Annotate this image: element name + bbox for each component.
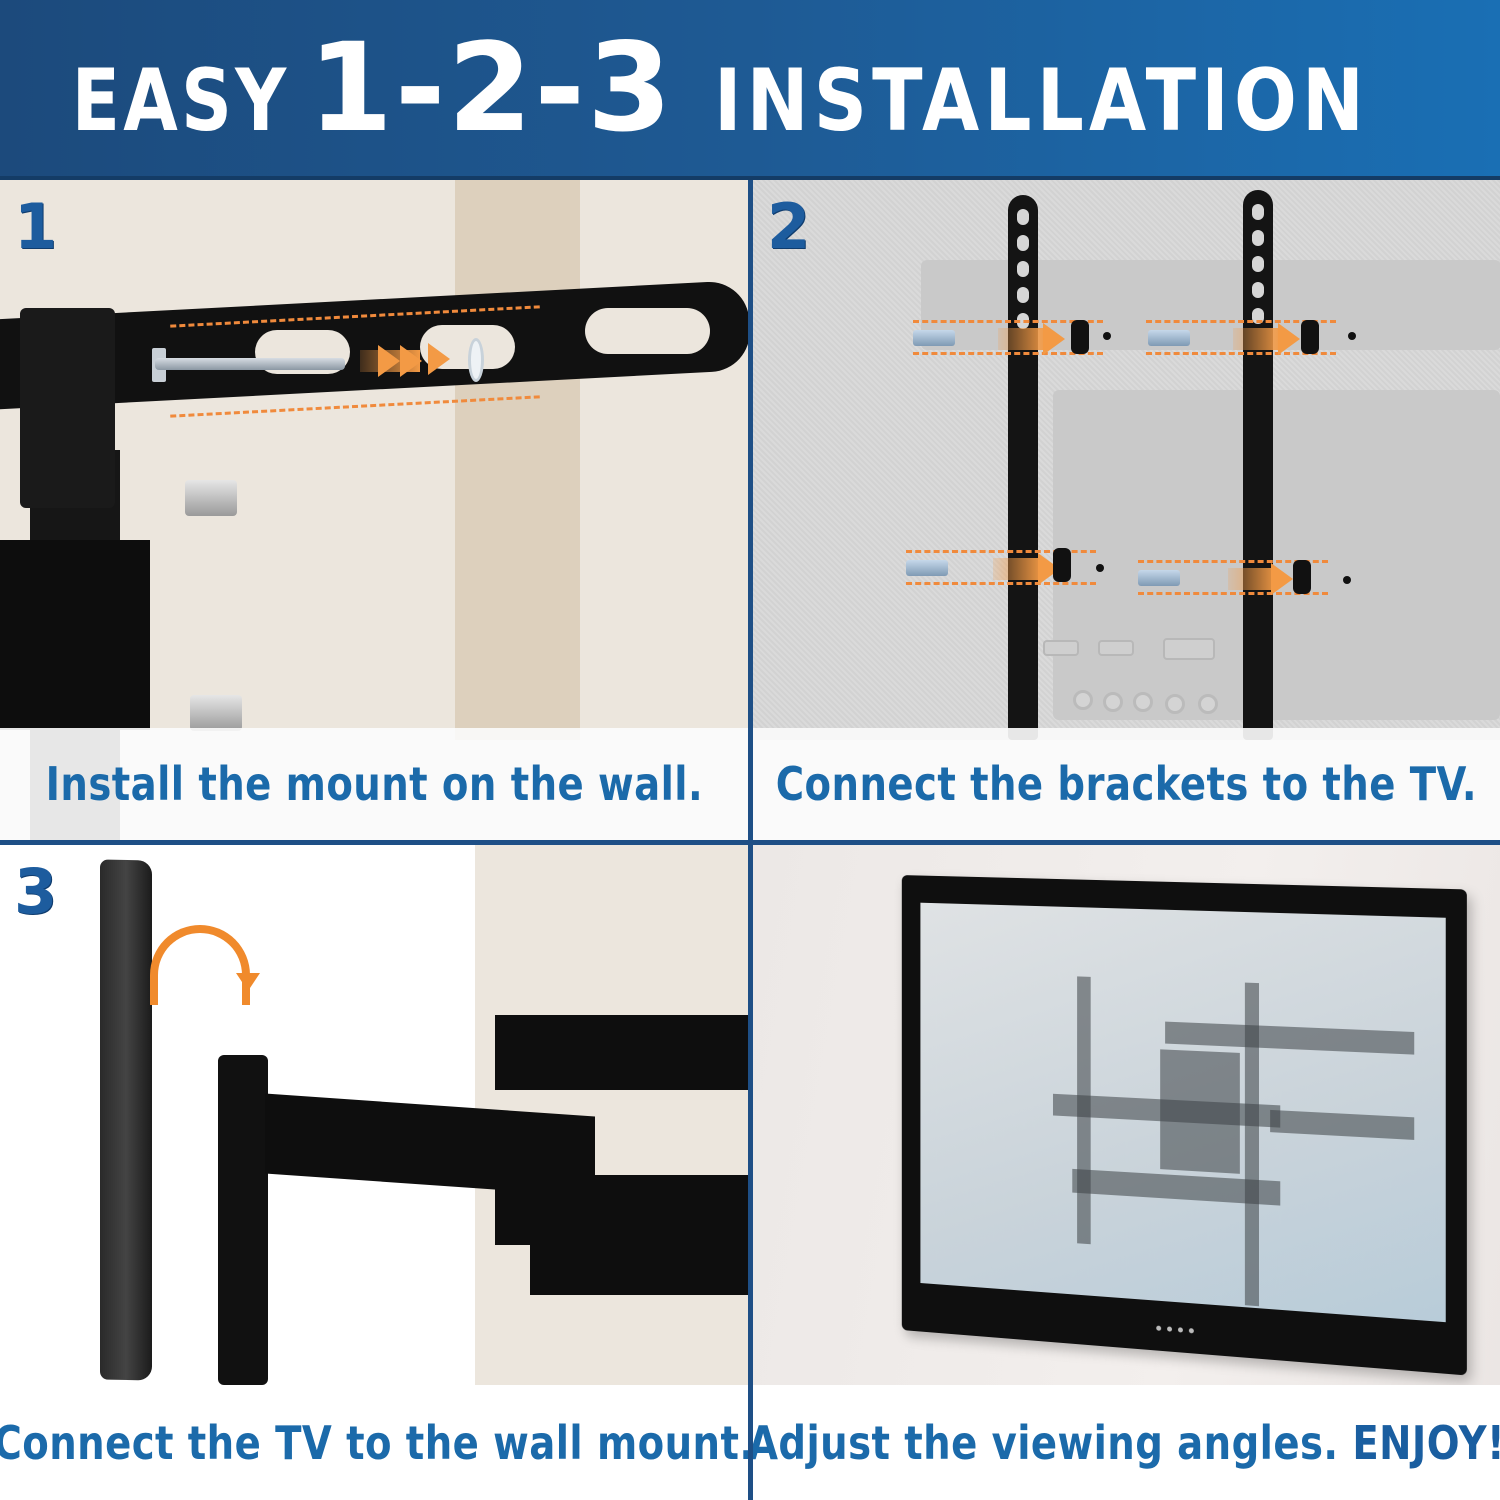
wall-trim [455, 180, 580, 740]
orange-arrow-icon [1233, 328, 1283, 350]
header-banner: EASY 1-2-3 INSTALLATION [0, 0, 1500, 180]
bracket-hole [1017, 235, 1029, 251]
ghost-arm [1270, 1109, 1415, 1140]
step-caption: Install the mount on the wall. [45, 757, 703, 811]
pivot-block [20, 308, 115, 508]
title-numbers: 1-2-3 [307, 17, 674, 159]
bracket-hole [1252, 230, 1264, 246]
spacer [1301, 320, 1319, 354]
lag-bolt [155, 358, 345, 370]
hdmi-port [1098, 640, 1134, 656]
tv-mount-plate [218, 1055, 268, 1385]
curved-arrow-icon [150, 925, 250, 1005]
tv-indicator-lights [1156, 1325, 1194, 1334]
orange-arrow-icon [1271, 563, 1293, 595]
tv-side-view [100, 859, 152, 1381]
bracket-slot [585, 308, 710, 354]
bracket-hole [1017, 261, 1029, 277]
step-number: 1 [14, 190, 58, 263]
mount-arm-bottom [530, 1215, 748, 1295]
title-suffix: INSTALLATION [713, 51, 1369, 151]
bracket-hole [1252, 256, 1264, 272]
guide-dash [906, 582, 1096, 585]
bolt [1148, 330, 1190, 346]
steps-grid: 1 Install the mount on the wall. [0, 180, 1500, 1500]
tv-screen [920, 902, 1446, 1323]
step-number: 3 [14, 855, 58, 928]
step-panel-2: 2 Connect the brackets to the TV. [753, 180, 1500, 840]
guide-dash [1146, 320, 1336, 323]
tv-bracket-left [1008, 195, 1038, 740]
screw-hole [1348, 332, 1356, 340]
spacer [1071, 320, 1089, 354]
bolt [913, 330, 955, 346]
step-caption: Connect the brackets to the TV. [775, 757, 1478, 811]
orange-arrow-icon [1228, 568, 1278, 590]
screw-hole [1343, 576, 1351, 584]
screw-hole [1096, 564, 1104, 572]
av-jack [1165, 694, 1185, 714]
step-caption-emphasis: ENJOY! [1352, 1415, 1500, 1470]
guide-dash [906, 550, 1096, 553]
guide-dash [1146, 352, 1336, 355]
orange-arrow-icon [400, 345, 422, 377]
step-4-illustration [753, 845, 1500, 1393]
step-caption: Adjust the viewing angles. ENJOY! [753, 1416, 1500, 1470]
orange-arrow-icon [998, 328, 1048, 350]
guide-dash [913, 320, 1103, 323]
ghost-plate [1160, 1049, 1240, 1174]
spacer [1293, 560, 1311, 594]
av-jack [1073, 690, 1093, 710]
tv-io-area [1053, 390, 1500, 720]
curved-arrow-head-icon [236, 973, 260, 991]
caption-band: Install the mount on the wall. [0, 728, 748, 840]
orange-arrow-icon [1278, 323, 1300, 355]
orange-arrow-icon [1043, 323, 1065, 355]
bracket-hole [1017, 287, 1029, 303]
av-jack [1198, 694, 1218, 714]
av-jack [1133, 692, 1153, 712]
bolt [1138, 570, 1180, 586]
hdmi-port [1043, 640, 1079, 656]
guide-dash [1138, 592, 1328, 595]
step-1-illustration [0, 180, 748, 840]
bolt [906, 560, 948, 576]
caption-band: Connect the brackets to the TV. [753, 728, 1500, 840]
step-2-illustration [753, 180, 1500, 740]
mounted-tv [901, 875, 1467, 1376]
screw-hole [1103, 332, 1111, 340]
guide-dash [913, 352, 1103, 355]
caption-band: Connect the TV to the wall mount. [0, 1385, 748, 1500]
orange-arrow-icon [428, 343, 450, 375]
nut [190, 695, 242, 731]
nut [185, 480, 237, 516]
orange-arrow-icon [378, 345, 400, 377]
page-title: EASY 1-2-3 INSTALLATION [24, 17, 1475, 159]
title-prefix: EASY [72, 51, 290, 151]
caption-band: Adjust the viewing angles. ENJOY! [753, 1385, 1500, 1500]
horizontal-divider [0, 840, 1500, 845]
step-caption-text: Adjust the viewing angles. [753, 1415, 1339, 1470]
mount-arm-top [495, 1015, 748, 1090]
step-panel-1: 1 Install the mount on the wall. [0, 180, 748, 840]
bracket-hole [1252, 282, 1264, 298]
washer [468, 338, 484, 382]
vga-port [1163, 638, 1215, 660]
orange-arrow-icon [993, 558, 1043, 580]
av-jack [1103, 692, 1123, 712]
step-caption: Connect the TV to the wall mount. [0, 1415, 748, 1470]
bracket-hole [1017, 209, 1029, 225]
step-number: 2 [767, 190, 811, 263]
tv-bracket-right [1243, 190, 1273, 740]
mount-lower-block [0, 540, 150, 730]
step-panel-4: Adjust the viewing angles. ENJOY! [753, 845, 1500, 1500]
ghost-arm [1165, 1021, 1415, 1055]
guide-dash [1138, 560, 1328, 563]
spacer [1053, 548, 1071, 582]
step-panel-3: 3 Connect the TV to the wall mount. [0, 845, 748, 1500]
bracket-hole [1252, 204, 1264, 220]
step-3-illustration [0, 845, 748, 1393]
